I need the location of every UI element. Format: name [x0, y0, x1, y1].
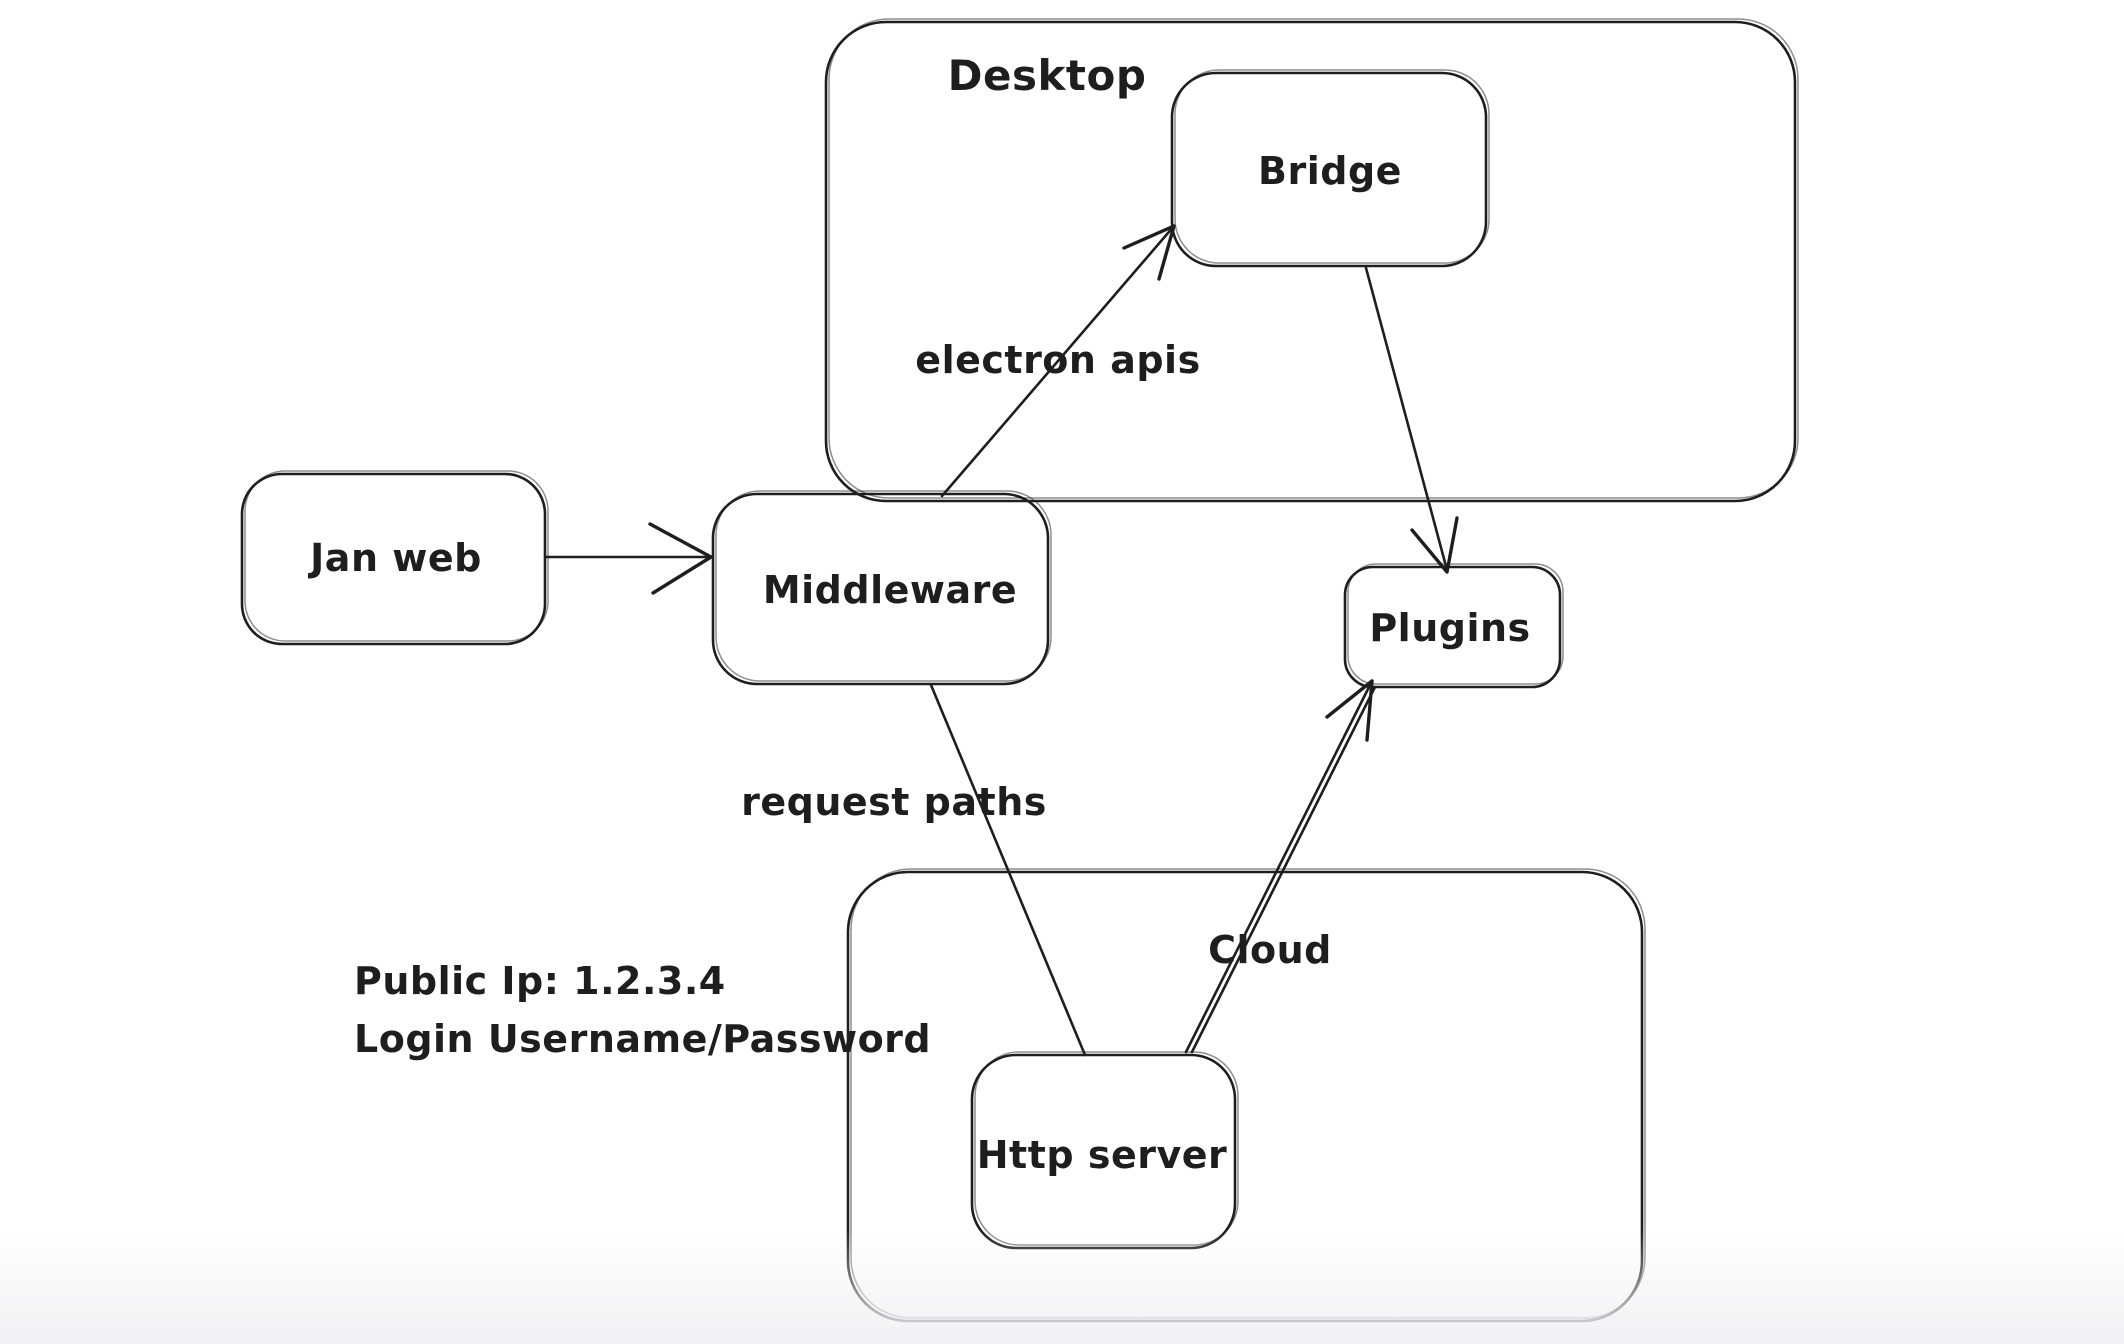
edge-bridge-to-plugins[interactable]: [1364, 266, 1459, 574]
http-server-node-label[interactable]: Http server: [976, 1133, 1228, 1178]
edge-middleware-to-bridge[interactable]: [940, 224, 1176, 498]
electron-apis-edge-label[interactable]: electron apis: [915, 338, 1201, 383]
request-paths-edge-label[interactable]: request paths: [741, 780, 1047, 825]
desktop-container-label[interactable]: Desktop: [947, 50, 1147, 100]
jan-web-node-label[interactable]: Jan web: [310, 536, 482, 581]
public-ip-note-line: Public Ip: 1.2.3.4: [354, 959, 726, 1003]
bridge-node-label[interactable]: Bridge: [1258, 149, 1402, 194]
edge-http-server-to-plugins[interactable]: [1184, 679, 1377, 1054]
middleware-node-label[interactable]: Middleware: [762, 568, 1018, 613]
jan-web-node-box[interactable]: [240, 472, 547, 646]
edge-janweb-to-middleware[interactable]: [543, 522, 713, 595]
sketch-duplicate-strokes: [244, 18, 1799, 1319]
cloud-access-note[interactable]: Public Ip: 1.2.3.4 Login Username/Passwo…: [354, 952, 931, 1068]
bridge-node-box[interactable]: [1170, 71, 1488, 268]
cloud-container-label[interactable]: Cloud: [1208, 928, 1332, 973]
edge-middleware-to-http-server[interactable]: [929, 683, 1087, 1057]
desktop-container-box[interactable]: [824, 20, 1797, 503]
login-note-line: Login Username/Password: [354, 1017, 932, 1061]
plugins-node-label[interactable]: Plugins: [1369, 606, 1531, 651]
plugins-node-box[interactable]: [1343, 565, 1562, 689]
middleware-node-box[interactable]: [711, 492, 1050, 686]
